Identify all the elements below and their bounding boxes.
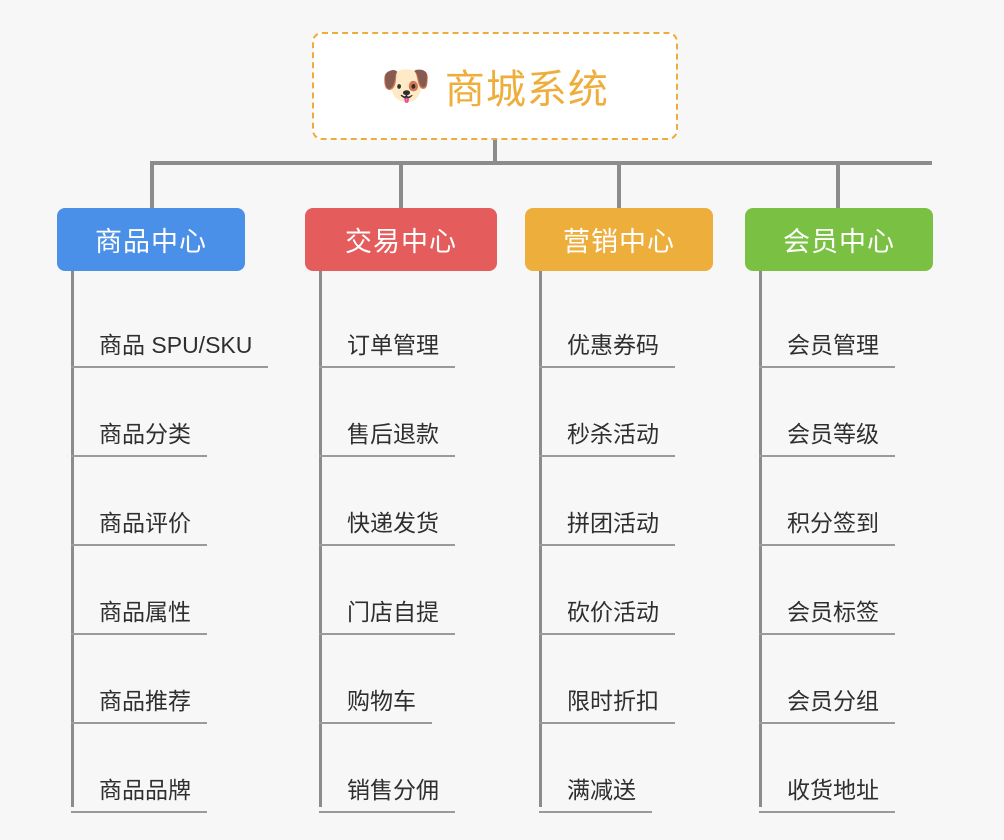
leaf-item[interactable]: 商品属性 bbox=[57, 546, 245, 635]
leaf-item[interactable]: 订单管理 bbox=[305, 279, 497, 368]
leaf-label: 购物车 bbox=[319, 687, 432, 724]
leaf-label: 秒杀活动 bbox=[539, 420, 675, 457]
leaf-list-trade: 订单管理 售后退款 快递发货 门店自提 购物车 销售分佣 bbox=[305, 271, 497, 813]
leaf-trunk bbox=[319, 271, 322, 807]
branch-column-member: 会员中心 会员管理 会员等级 积分签到 会员标签 会员分组 收货地址 bbox=[745, 208, 933, 813]
root-title: 商城系统 bbox=[444, 68, 609, 112]
leaf-item[interactable]: 收货地址 bbox=[745, 724, 933, 813]
leaf-item[interactable]: 砍价活动 bbox=[525, 546, 713, 635]
leaf-label: 商品推荐 bbox=[71, 687, 207, 724]
leaf-label: 商品属性 bbox=[71, 598, 207, 635]
leaf-label: 商品 SPU/SKU bbox=[71, 331, 269, 368]
leaf-label: 商品分类 bbox=[71, 420, 207, 457]
connector-drop-2 bbox=[617, 161, 621, 209]
leaf-label: 收货地址 bbox=[759, 776, 895, 813]
leaf-item[interactable]: 拼团活动 bbox=[525, 457, 713, 546]
connector-drop-1 bbox=[399, 161, 403, 209]
leaf-label: 积分签到 bbox=[759, 509, 895, 546]
leaf-item[interactable]: 优惠券码 bbox=[525, 279, 713, 368]
leaf-item[interactable]: 满减送 bbox=[525, 724, 713, 813]
branch-header-trade[interactable]: 交易中心 bbox=[305, 208, 497, 271]
leaf-item[interactable]: 门店自提 bbox=[305, 546, 497, 635]
leaf-label: 限时折扣 bbox=[539, 687, 675, 724]
leaf-label: 销售分佣 bbox=[319, 776, 455, 813]
leaf-item[interactable]: 限时折扣 bbox=[525, 635, 713, 724]
connector-drop-0 bbox=[150, 161, 154, 209]
leaf-item[interactable]: 商品 SPU/SKU bbox=[57, 279, 269, 368]
leaf-item[interactable]: 商品分类 bbox=[57, 368, 245, 457]
leaf-list-product: 商品 SPU/SKU 商品分类 商品评价 商品属性 商品推荐 商品品牌 bbox=[57, 271, 269, 813]
leaf-label: 会员分组 bbox=[759, 687, 895, 724]
leaf-label: 满减送 bbox=[539, 776, 652, 813]
leaf-item[interactable]: 售后退款 bbox=[305, 368, 497, 457]
branch-column-product: 商品中心 商品 SPU/SKU 商品分类 商品评价 商品属性 商品推荐 商品品牌 bbox=[57, 208, 269, 813]
shiba-dog-emoji: 🐶 bbox=[381, 64, 431, 108]
leaf-item[interactable]: 会员分组 bbox=[745, 635, 933, 724]
leaf-trunk bbox=[759, 271, 762, 807]
connector-root-stem bbox=[493, 140, 497, 164]
leaf-label: 商品评价 bbox=[71, 509, 207, 546]
leaf-item[interactable]: 商品品牌 bbox=[57, 724, 245, 813]
branch-column-trade: 交易中心 订单管理 售后退款 快递发货 门店自提 购物车 销售分佣 bbox=[305, 208, 497, 813]
leaf-label: 商品品牌 bbox=[71, 776, 207, 813]
leaf-label: 订单管理 bbox=[319, 331, 455, 368]
leaf-label: 优惠券码 bbox=[539, 331, 675, 368]
leaf-item[interactable]: 购物车 bbox=[305, 635, 497, 724]
branch-column-marketing: 营销中心 优惠券码 秒杀活动 拼团活动 砍价活动 限时折扣 满减送 bbox=[525, 208, 713, 813]
leaf-label: 会员管理 bbox=[759, 331, 895, 368]
leaf-item[interactable]: 会员等级 bbox=[745, 368, 933, 457]
leaf-label: 会员等级 bbox=[759, 420, 895, 457]
root-node[interactable]: 🐶 商城系统 bbox=[312, 32, 678, 140]
branch-header-marketing[interactable]: 营销中心 bbox=[525, 208, 713, 271]
leaf-label: 售后退款 bbox=[319, 420, 455, 457]
leaf-label: 门店自提 bbox=[319, 598, 455, 635]
leaf-item[interactable]: 会员标签 bbox=[745, 546, 933, 635]
leaf-trunk bbox=[71, 271, 74, 807]
leaf-item[interactable]: 快递发货 bbox=[305, 457, 497, 546]
branch-header-product[interactable]: 商品中心 bbox=[57, 208, 245, 271]
leaf-item[interactable]: 商品评价 bbox=[57, 457, 245, 546]
connector-horizontal-bus bbox=[150, 161, 932, 165]
leaf-label: 快递发货 bbox=[319, 509, 455, 546]
leaf-list-member: 会员管理 会员等级 积分签到 会员标签 会员分组 收货地址 bbox=[745, 271, 933, 813]
leaf-label: 会员标签 bbox=[759, 598, 895, 635]
leaf-trunk bbox=[539, 271, 542, 807]
leaf-item[interactable]: 积分签到 bbox=[745, 457, 933, 546]
connector-drop-3 bbox=[836, 161, 840, 209]
leaf-item[interactable]: 秒杀活动 bbox=[525, 368, 713, 457]
branch-header-member[interactable]: 会员中心 bbox=[745, 208, 933, 271]
leaf-item[interactable]: 会员管理 bbox=[745, 279, 933, 368]
leaf-item[interactable]: 商品推荐 bbox=[57, 635, 245, 724]
leaf-list-marketing: 优惠券码 秒杀活动 拼团活动 砍价活动 限时折扣 满减送 bbox=[525, 271, 713, 813]
leaf-item[interactable]: 销售分佣 bbox=[305, 724, 497, 813]
leaf-label: 拼团活动 bbox=[539, 509, 675, 546]
leaf-label: 砍价活动 bbox=[539, 598, 675, 635]
